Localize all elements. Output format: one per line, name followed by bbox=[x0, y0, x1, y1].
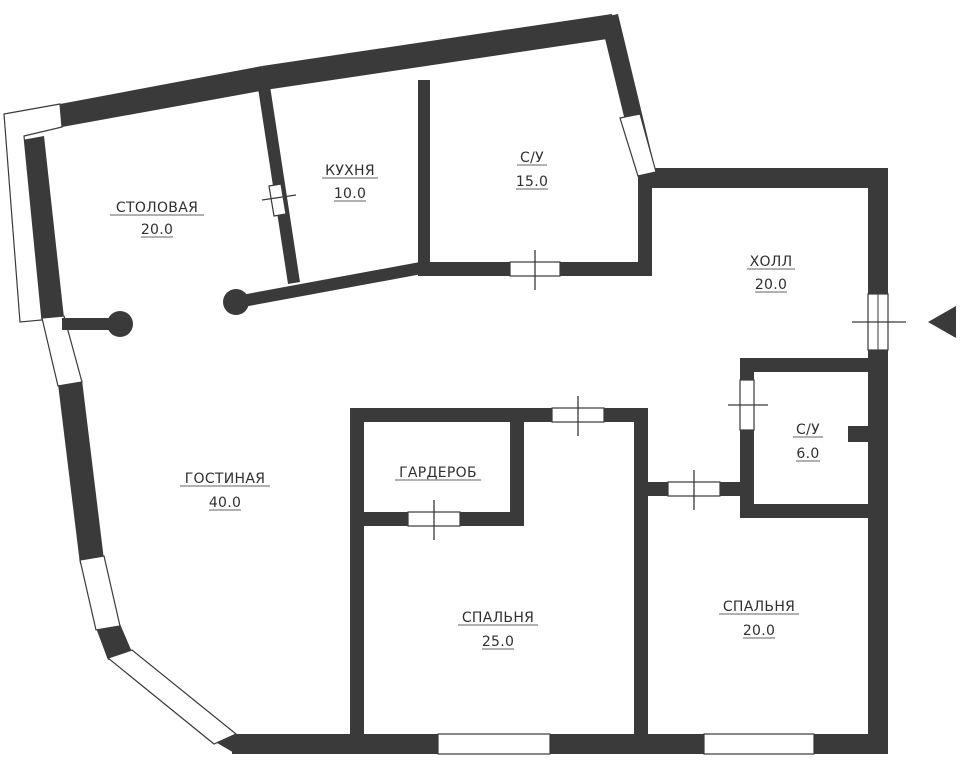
windows bbox=[3, 103, 889, 755]
room-area: 6.0 bbox=[796, 446, 819, 462]
room-area: 25.0 bbox=[482, 634, 514, 650]
room-su-6: С/У 6.0 bbox=[793, 422, 823, 462]
door-garderob bbox=[407, 500, 461, 540]
room-su-15: С/У 15.0 bbox=[516, 150, 548, 190]
room-area: 10.0 bbox=[334, 186, 366, 202]
room-name: ГАРДЕРОБ bbox=[399, 465, 477, 481]
door-su6 bbox=[728, 379, 768, 431]
room-name: КУХНЯ bbox=[325, 163, 375, 179]
window-spalnya-20 bbox=[703, 733, 815, 755]
room-name: С/У bbox=[796, 422, 820, 438]
room-area: 20.0 bbox=[743, 623, 775, 639]
room-gostinaya: ГОСТИНАЯ 40.0 bbox=[180, 471, 270, 511]
door-su15 bbox=[509, 250, 561, 290]
exterior-walls bbox=[22, 14, 888, 754]
room-kholl: ХОЛЛ 20.0 bbox=[747, 254, 795, 293]
room-name: СПАЛЬНЯ bbox=[723, 599, 795, 615]
window-stolovaya-corner bbox=[3, 103, 63, 323]
room-name: СТОЛОВАЯ bbox=[116, 200, 198, 216]
room-garderob: ГАРДЕРОБ bbox=[395, 465, 481, 481]
room-spalnya-20: СПАЛЬНЯ 20.0 bbox=[719, 599, 799, 639]
room-name: ГОСТИНАЯ bbox=[185, 471, 266, 487]
room-name: С/У bbox=[520, 150, 544, 166]
window-gostinaya-left-bottom bbox=[79, 555, 121, 631]
room-area: 20.0 bbox=[755, 277, 787, 293]
door-spalnya25 bbox=[551, 396, 605, 436]
room-kukhnya: КУХНЯ 10.0 bbox=[322, 163, 378, 202]
room-name: ХОЛЛ bbox=[750, 254, 793, 270]
room-area: 15.0 bbox=[516, 174, 548, 190]
window-su-top bbox=[619, 113, 657, 177]
door-stolovaya-kukhnya bbox=[261, 183, 297, 217]
door-entrance bbox=[852, 294, 906, 350]
window-gostinaya-diagonal bbox=[106, 649, 238, 745]
room-name: СПАЛЬНЯ bbox=[462, 610, 534, 626]
room-labels: СТОЛОВАЯ 20.0 КУХНЯ 10.0 С/У 15.0 ХОЛЛ 2… bbox=[110, 150, 823, 650]
door-spalnya20 bbox=[667, 470, 721, 510]
entrance-arrow-icon bbox=[928, 306, 956, 338]
doors bbox=[261, 183, 906, 540]
room-spalnya-25: СПАЛЬНЯ 25.0 bbox=[458, 610, 538, 650]
window-spalnya-25 bbox=[437, 733, 551, 755]
room-stolovaya: СТОЛОВАЯ 20.0 bbox=[110, 200, 204, 238]
window-gostinaya-left-top bbox=[41, 315, 83, 387]
room-area: 40.0 bbox=[209, 495, 241, 511]
room-area: 20.0 bbox=[141, 222, 173, 238]
